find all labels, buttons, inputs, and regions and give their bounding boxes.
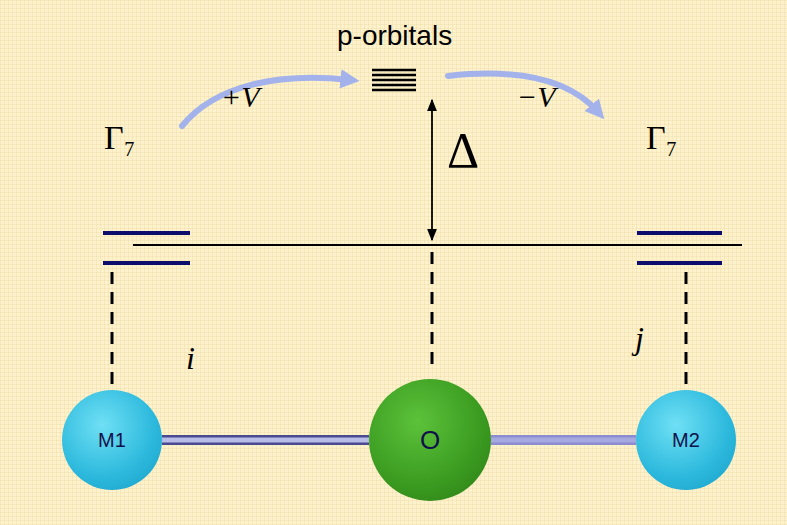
hopping-arrow: [182, 78, 350, 126]
level-label: Γ₇: [646, 121, 678, 155]
site-label: i: [186, 342, 195, 374]
level-label: Γ₇: [104, 121, 136, 155]
reference-level: [133, 244, 742, 246]
dashed-guide: [112, 252, 686, 385]
metal-atom: M2: [636, 390, 736, 490]
bond-line: [491, 440, 636, 441]
gamma7-levels: [103, 233, 722, 263]
hopping-arrow: [448, 74, 598, 112]
atom-label: M1: [98, 429, 126, 452]
atom-label: M2: [672, 429, 700, 452]
orbital-label: p-orbitals: [337, 22, 452, 50]
hopping-label: +V: [221, 82, 260, 112]
metal-atom: M1: [62, 390, 162, 490]
bond-line: [162, 440, 369, 441]
oxygen-atom: O: [369, 379, 491, 501]
gap-label: Δ: [447, 125, 479, 175]
gap-arrow: [431, 100, 433, 240]
hopping-label: −V: [517, 82, 556, 112]
atom-label: O: [420, 425, 440, 456]
site-label: j: [635, 322, 644, 354]
p-orbital-levels: [372, 70, 416, 90]
